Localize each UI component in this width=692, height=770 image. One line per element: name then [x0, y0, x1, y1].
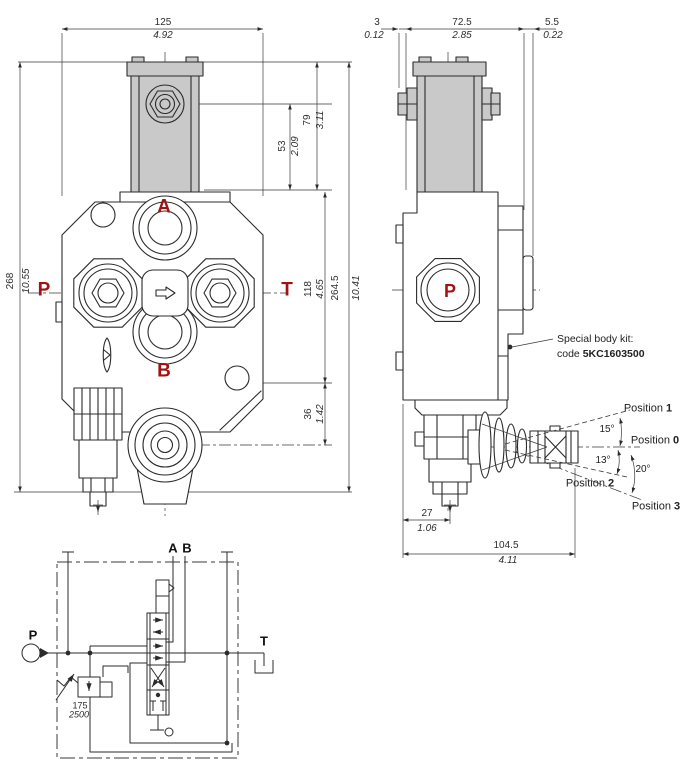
position-1-label: Position 1 — [623, 402, 673, 415]
hydraulic-schematic — [21, 551, 274, 759]
solenoid-tower-side — [397, 56, 501, 193]
mount-hole-bottom — [224, 365, 250, 391]
dim-base-mm: 36 — [303, 408, 314, 420]
port-t-boss — [185, 258, 255, 328]
port-p-boss — [73, 258, 143, 328]
dim-nut-in: 2.09 — [290, 136, 301, 156]
special-body-kit-note: Special body kit: — [557, 332, 634, 345]
dim-plate-mm: 5.5 — [545, 17, 559, 28]
dim-base-in: 1.42 — [315, 404, 326, 424]
dim-width-in: 4.92 — [153, 30, 173, 41]
schematic-port-b: B — [182, 540, 192, 556]
dim-plate-in: 0.22 — [543, 30, 563, 41]
dim-offset-in: 0.12 — [364, 30, 384, 41]
port-label-t: T — [281, 279, 293, 301]
schematic-port-t: T — [260, 633, 268, 649]
side-view — [381, 27, 643, 558]
dim-offset-mm: 3 — [374, 17, 380, 28]
lever-symbol — [150, 715, 164, 731]
port-a-boss — [132, 195, 198, 261]
dim-lever-in: 4.11 — [498, 555, 518, 566]
position-2-label: Position 2 — [565, 477, 615, 490]
position-0-label: Position 0 — [630, 434, 680, 447]
dim-stem-in: 1.06 — [417, 523, 437, 534]
port-label-b: B — [157, 360, 171, 382]
lever-position-lines — [504, 409, 636, 494]
dim-nut-mm: 53 — [277, 140, 288, 152]
schematic-port-a: A — [168, 540, 178, 556]
flow-arrow-mark — [155, 286, 176, 300]
directional-valve-symbol — [146, 579, 175, 737]
dim-body-in: 4.65 — [315, 279, 326, 299]
relief-setting-psi: 2500 — [68, 709, 90, 720]
angle-20: 20° — [635, 464, 651, 475]
port-label-p-side: P — [443, 281, 457, 301]
schematic-port-p: P — [28, 627, 38, 643]
casting-mark — [102, 337, 112, 373]
spool-end-cap-front — [127, 407, 203, 505]
dim-body-mm: 118 — [303, 281, 314, 297]
port-label-a: A — [157, 196, 171, 218]
mount-hole-top — [90, 202, 116, 228]
leader-dot — [507, 344, 513, 350]
angle-13: 13° — [595, 455, 611, 466]
dim-solenoid-mm: 79 — [302, 114, 313, 126]
dim-lever-mm: 104.5 — [493, 540, 519, 551]
lever-boot-clevis — [467, 411, 579, 479]
special-body-kit-code: code 5KC1603500 — [557, 347, 645, 360]
position-3-label: Position 3 — [631, 500, 681, 513]
relief-adjuster-front — [73, 387, 123, 512]
dim-stem-mm: 27 — [421, 508, 433, 519]
angle-15: 15° — [599, 424, 615, 435]
solenoid-tower-front — [126, 56, 204, 193]
port-label-p: P — [37, 279, 51, 301]
dim-depth-in: 2.85 — [452, 30, 472, 41]
dim-overall-mm: 264.5 — [330, 275, 341, 301]
schematic-boundary — [56, 561, 239, 759]
pump-symbol — [21, 643, 41, 663]
dim-solenoid-in: 3.11 — [315, 110, 326, 130]
dim-width-mm: 125 — [154, 17, 172, 28]
dim-depth-mm: 72.5 — [452, 17, 472, 28]
relief-setting-bar: 175 — [72, 700, 88, 711]
port-p-boss-side — [416, 258, 480, 322]
dim-height-in: 10.55 — [21, 268, 32, 294]
tank-symbol — [254, 660, 274, 674]
relief-adjuster-side — [414, 399, 508, 512]
dim-overall-in: 10.41 — [351, 275, 362, 301]
front-view — [14, 27, 352, 516]
dim-height-mm: 268 — [5, 272, 16, 290]
relief-valve-symbol — [55, 665, 129, 701]
